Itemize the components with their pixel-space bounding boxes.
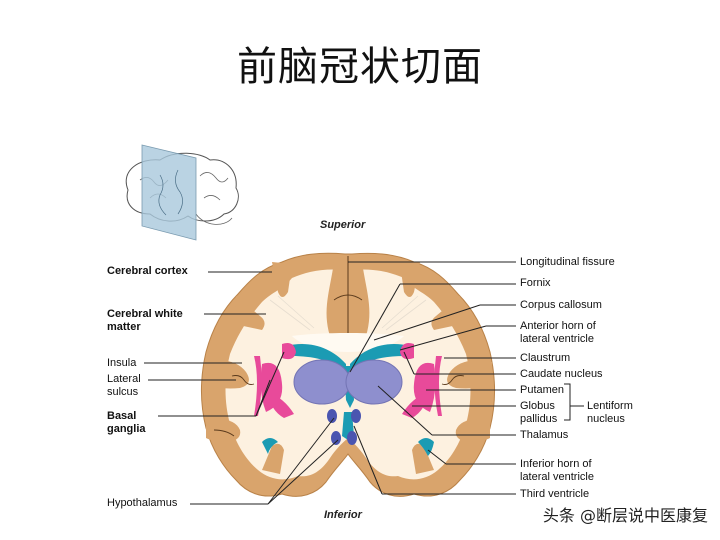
label-caudate-nucleus: Caudate nucleus [520, 368, 603, 380]
label-thalamus: Thalamus [520, 429, 569, 441]
watermark: 头条 @断层说中医康复 [542, 506, 708, 525]
label-cerebral-cortex: Cerebral cortex [107, 265, 188, 277]
page-title: 前脑冠状切面 [237, 44, 483, 90]
label-lentiform-nucleus-line2: nucleus [587, 413, 625, 425]
label-anterior-horn-line2: lateral ventricle [520, 333, 594, 345]
label-cerebral-white-matter-line2: matter [107, 321, 141, 333]
label-corpus-callosum: Corpus callosum [520, 299, 602, 311]
label-longitudinal-fissure: Longitudinal fissure [520, 256, 615, 268]
inferior-label: Inferior [324, 509, 362, 521]
label-globus-pallidus-line2: pallidus [520, 413, 558, 425]
label-putamen: Putamen [520, 384, 565, 396]
label-claustrum: Claustrum [520, 352, 571, 364]
brain-orientation-icon [125, 144, 239, 241]
label-basal-ganglia-line1: Basal [107, 410, 137, 422]
label-anterior-horn-line1: Anterior horn of [520, 320, 596, 332]
label-cerebral-white-matter-line1: Cerebral white [107, 308, 183, 320]
coronal-section [201, 252, 495, 497]
label-insula: Insula [107, 357, 137, 369]
superior-label: Superior [320, 219, 366, 231]
leader-lines [144, 261, 584, 505]
label-lateral-sulcus-line1: Lateral [107, 373, 141, 385]
label-inferior-horn-line1: Inferior horn of [520, 458, 592, 470]
label-globus-pallidus-line1: Globus [520, 400, 555, 412]
label-lateral-sulcus-line2: sulcus [107, 386, 139, 398]
label-basal-ganglia-line2: ganglia [107, 423, 146, 435]
label-fornix: Fornix [520, 277, 551, 289]
label-lentiform-nucleus-line1: Lentiform [587, 400, 633, 412]
label-hypothalamus: Hypothalamus [107, 497, 178, 509]
label-inferior-horn-line2: lateral ventricle [520, 471, 594, 483]
label-third-ventricle: Third ventricle [520, 488, 590, 500]
